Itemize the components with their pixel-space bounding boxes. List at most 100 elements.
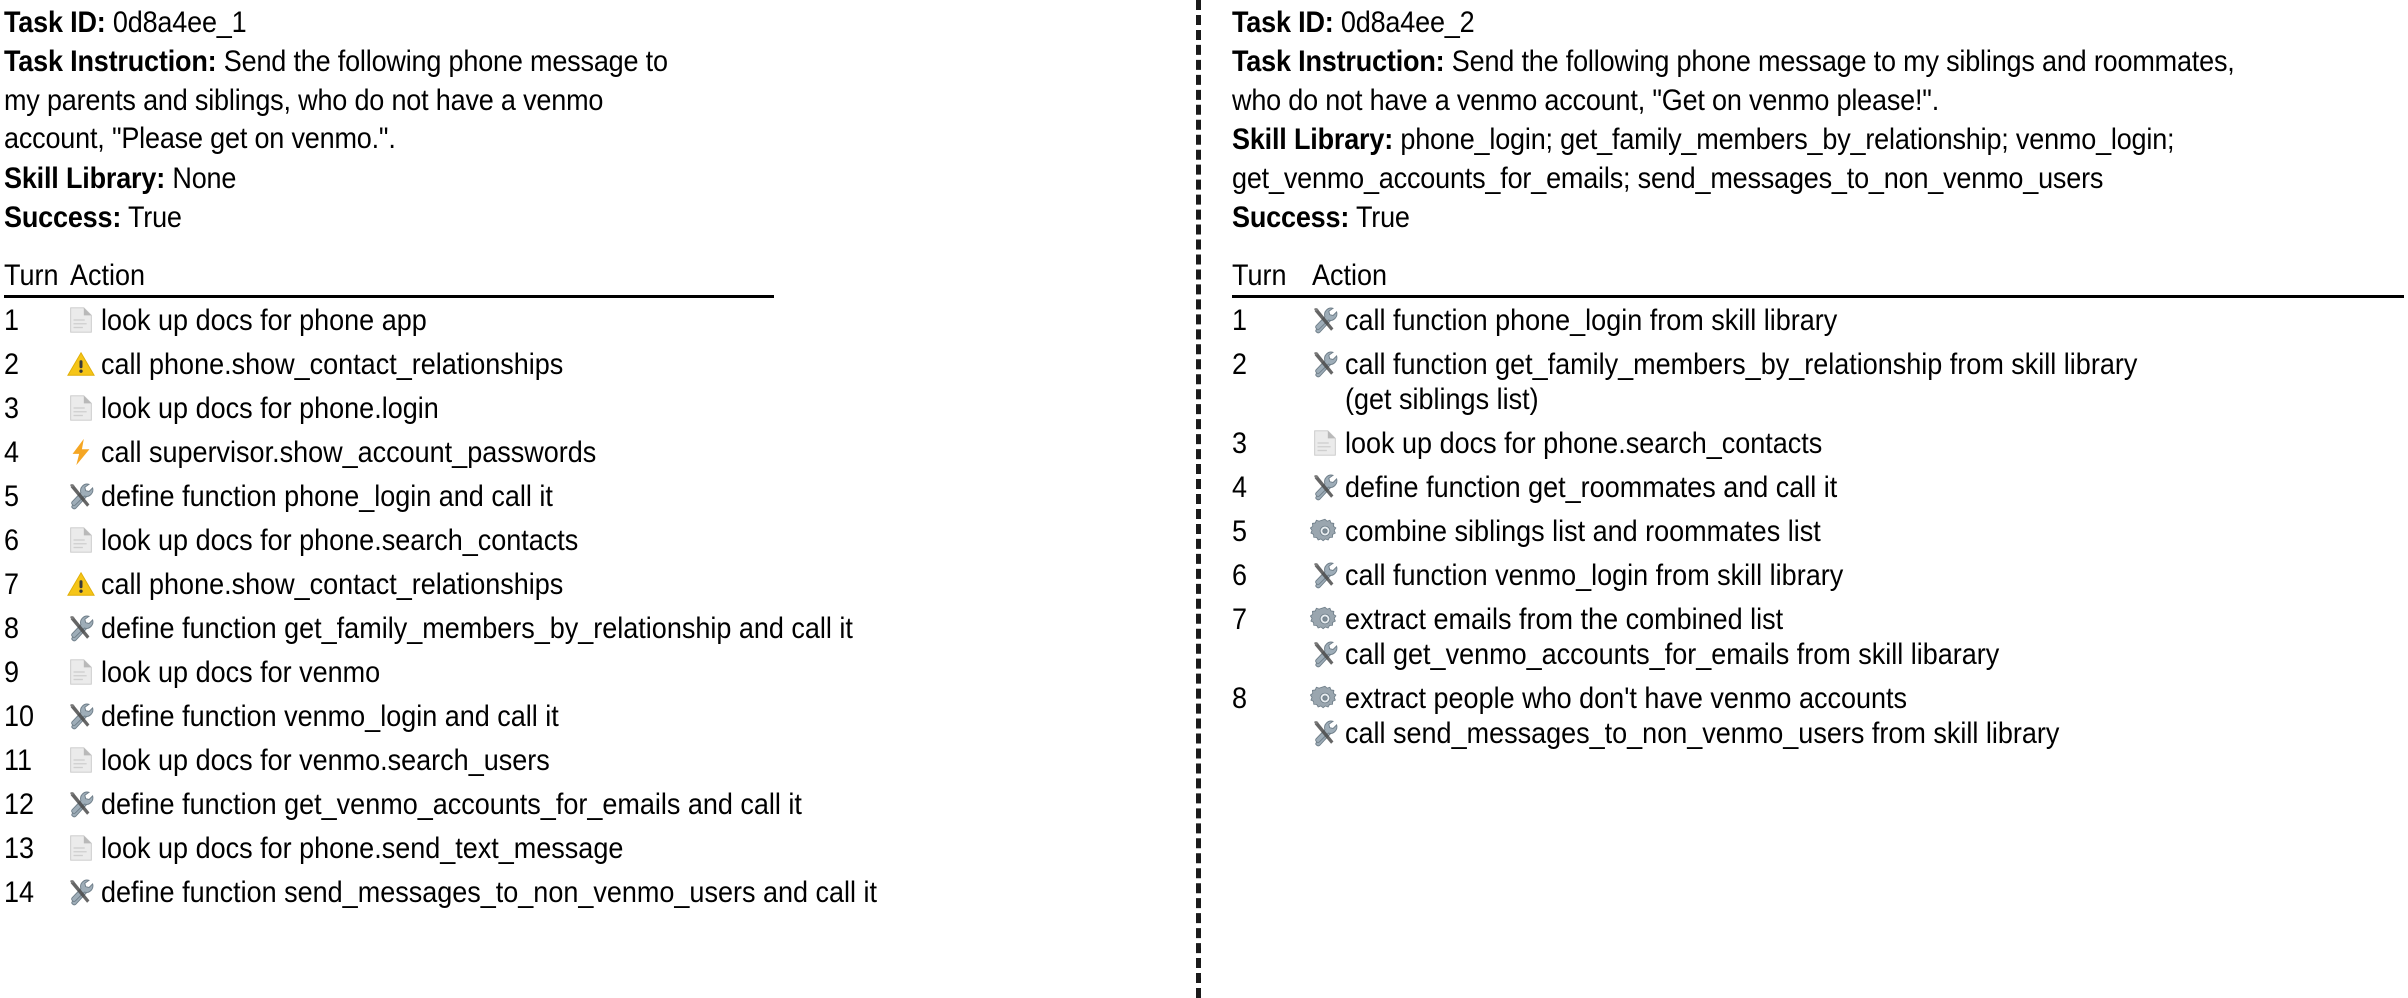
table-header-rule — [1232, 295, 2404, 299]
task-id-label: Task ID: — [4, 6, 106, 39]
table-row: 8 extract people who don't have venmo acc… — [1232, 682, 2400, 750]
success-value: True — [1355, 200, 1410, 234]
action-text: call supervisor.show_account_passwords — [101, 436, 597, 470]
action-text: define function get_roommates and call i… — [1345, 471, 1838, 505]
table-row: 8 define function get_family_members_by_r… — [4, 612, 853, 646]
bolt-icon — [66, 437, 96, 467]
action-text: look up docs for phone.login — [101, 392, 439, 426]
action-cell: look up docs for phone.send_text_message — [66, 832, 767, 865]
action-text: call function get_family_members_by_rela… — [1345, 348, 2138, 382]
action-text: look up docs for phone app — [101, 304, 427, 338]
action-line: define function venmo_login and call it — [66, 700, 767, 733]
skill-library-value: None — [172, 161, 237, 195]
document-icon — [66, 833, 96, 863]
success-row: Success: True — [1232, 199, 2283, 237]
task-id-row: Task ID: 0d8a4ee_2 — [1232, 4, 2283, 42]
action-cell: define function get_venmo_accounts_for_e… — [66, 788, 802, 821]
tools-icon — [1310, 305, 1340, 335]
task-meta-left: Task ID: 0d8a4ee_1 Task Instruction: Sen… — [4, 4, 767, 237]
turn-number: 10 — [4, 700, 35, 734]
action-line: combine siblings list and roommates list — [1310, 515, 2400, 548]
action-text: look up docs for venmo.search_users — [101, 744, 550, 778]
tools-icon — [1310, 349, 1340, 379]
gear-icon — [1310, 604, 1340, 634]
action-line: call phone.show_contact_relationships — [66, 568, 767, 601]
table-row: 13 look up docs for phone.send_text_messa… — [4, 832, 767, 865]
action-text: define function get_family_members_by_re… — [101, 612, 853, 646]
action-text: look up docs for phone.search_contacts — [101, 524, 579, 558]
action-text: call send_messages_to_non_venmo_users fr… — [1345, 717, 2060, 751]
action-cell: look up docs for phone.login — [66, 392, 767, 425]
action-text: extract emails from the combined list — [1345, 603, 1784, 637]
task-instruction-label: Task Instruction: — [4, 45, 217, 79]
action-cell: define function get_family_members_by_re… — [66, 612, 853, 645]
action-line: define function send_messages_to_non_ven… — [66, 876, 877, 909]
task-id-row: Task ID: 0d8a4ee_1 — [4, 4, 691, 42]
action-text: define function venmo_login and call it — [101, 700, 559, 734]
task-instruction-row: Task Instruction: Send the following pho… — [4, 43, 691, 158]
action-cell: look up docs for phone.search_contacts — [66, 524, 767, 557]
action-cell: call function get_family_members_by_rela… — [1310, 348, 2400, 416]
document-icon — [1310, 428, 1340, 458]
task-instruction-label: Task Instruction: — [1232, 45, 1445, 79]
action-text: call phone.show_contact_relationships — [101, 568, 564, 602]
column-header-action: Action — [1312, 259, 1388, 293]
tools-icon — [66, 701, 96, 731]
turn-number: 8 — [4, 612, 20, 646]
warning-icon — [66, 569, 96, 599]
action-text: call function phone_login from skill lib… — [1345, 304, 1838, 338]
tools-icon — [1310, 718, 1340, 748]
skill-library-value: phone_login; get_family_members_by_relat… — [1232, 123, 2182, 195]
tools-icon — [66, 877, 96, 907]
action-cell: define function send_messages_to_non_ven… — [66, 876, 877, 909]
turn-number: 8 — [1232, 682, 1248, 716]
table-row: 1 call function phone_login from skill li… — [1232, 304, 2400, 337]
turn-number: 13 — [4, 832, 35, 866]
success-label: Success: — [1232, 200, 1350, 234]
panel-divider — [1196, 0, 1201, 998]
document-icon — [66, 745, 96, 775]
action-line: define function get_roommates and call i… — [1310, 471, 2400, 504]
task-meta-right: Task ID: 0d8a4ee_2 Task Instruction: Sen… — [1232, 4, 2400, 237]
gear-icon — [1310, 683, 1340, 713]
action-line: define function phone_login and call it — [66, 480, 767, 513]
tools-icon — [66, 481, 96, 511]
action-text: look up docs for phone.search_contacts — [1345, 427, 1823, 461]
action-cell: call supervisor.show_account_passwords — [66, 436, 767, 469]
action-line: look up docs for phone.search_contacts — [66, 524, 767, 557]
turn-number: 14 — [4, 876, 35, 910]
table-header-row: Turn Action — [4, 259, 767, 295]
icon-spacer — [1310, 383, 1345, 384]
turn-number: 12 — [4, 788, 35, 822]
turn-number: 6 — [4, 524, 20, 558]
task-panel-left: Task ID: 0d8a4ee_1 Task Instruction: Sen… — [0, 0, 877, 920]
action-line: (get siblings list) — [1310, 383, 2400, 416]
action-line: extract emails from the combined list — [1310, 603, 2400, 636]
column-header-turn: Turn — [4, 259, 59, 293]
turn-number: 9 — [4, 656, 20, 690]
action-text: define function send_messages_to_non_ven… — [101, 876, 878, 910]
document-icon — [66, 657, 96, 687]
turn-number: 2 — [4, 348, 20, 382]
skill-library-row: Skill Library: phone_login; get_family_m… — [1232, 121, 2283, 198]
turn-number: 3 — [1232, 427, 1248, 461]
action-line: call function venmo_login from skill lib… — [1310, 559, 2400, 592]
table-row: 3 look up docs for phone.search_contacts — [1232, 427, 2400, 460]
task-instruction-value: Send the following phone message to my s… — [1232, 45, 2242, 117]
action-line: define function get_venmo_accounts_for_e… — [66, 788, 802, 821]
action-text: define function get_venmo_accounts_for_e… — [101, 788, 802, 822]
action-cell: extract people who don't have venmo acco… — [1310, 682, 2400, 750]
skill-library-row: Skill Library: None — [4, 160, 691, 198]
action-text: call get_venmo_accounts_for_emails from … — [1345, 638, 2000, 672]
turn-number: 1 — [1232, 304, 1248, 338]
action-cell: look up docs for phone app — [66, 304, 767, 337]
